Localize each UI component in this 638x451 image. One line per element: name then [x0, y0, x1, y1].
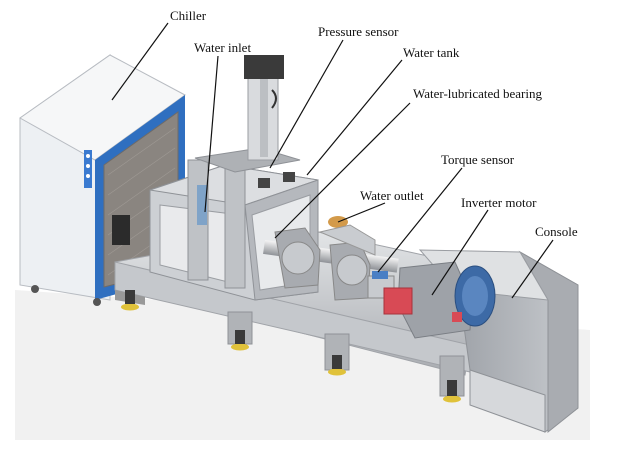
shaft-assembly — [263, 216, 399, 301]
junction-box — [383, 287, 413, 315]
leader-water-tank — [306, 59, 403, 176]
label-inverter-motor: Inverter motor — [461, 195, 537, 210]
foot — [231, 343, 249, 351]
leader-torque-sensor — [377, 167, 463, 273]
foot — [121, 303, 139, 311]
label-torque-sensor: Torque sensor — [441, 152, 515, 167]
label-water-lubricated-bearing: Water-lubricated bearing — [413, 86, 542, 101]
water-inlet-pipe — [197, 185, 207, 225]
leader-inverter-motor — [431, 209, 489, 296]
label-pressure-sensor: Pressure sensor — [318, 24, 399, 39]
leader-pressure-sensor — [269, 39, 344, 169]
leader-chiller — [111, 22, 169, 101]
label-chiller: Chiller — [170, 8, 207, 23]
leader-bearing — [274, 102, 411, 239]
leader-lines — [111, 22, 554, 299]
chiller-pump — [112, 215, 130, 245]
foot — [328, 368, 346, 376]
leader-water-inlet — [204, 55, 219, 213]
label-water-tank: Water tank — [403, 45, 460, 60]
chiller — [19, 54, 186, 306]
leader-console — [511, 239, 554, 299]
label-water-inlet: Water inlet — [194, 40, 251, 55]
inverter-motor — [383, 261, 496, 339]
pressure-sensor — [244, 55, 284, 161]
label-console: Console — [535, 224, 578, 239]
foot — [443, 395, 461, 403]
leader-water-outlet — [337, 202, 386, 223]
label-water-outlet: Water outlet — [360, 188, 424, 203]
